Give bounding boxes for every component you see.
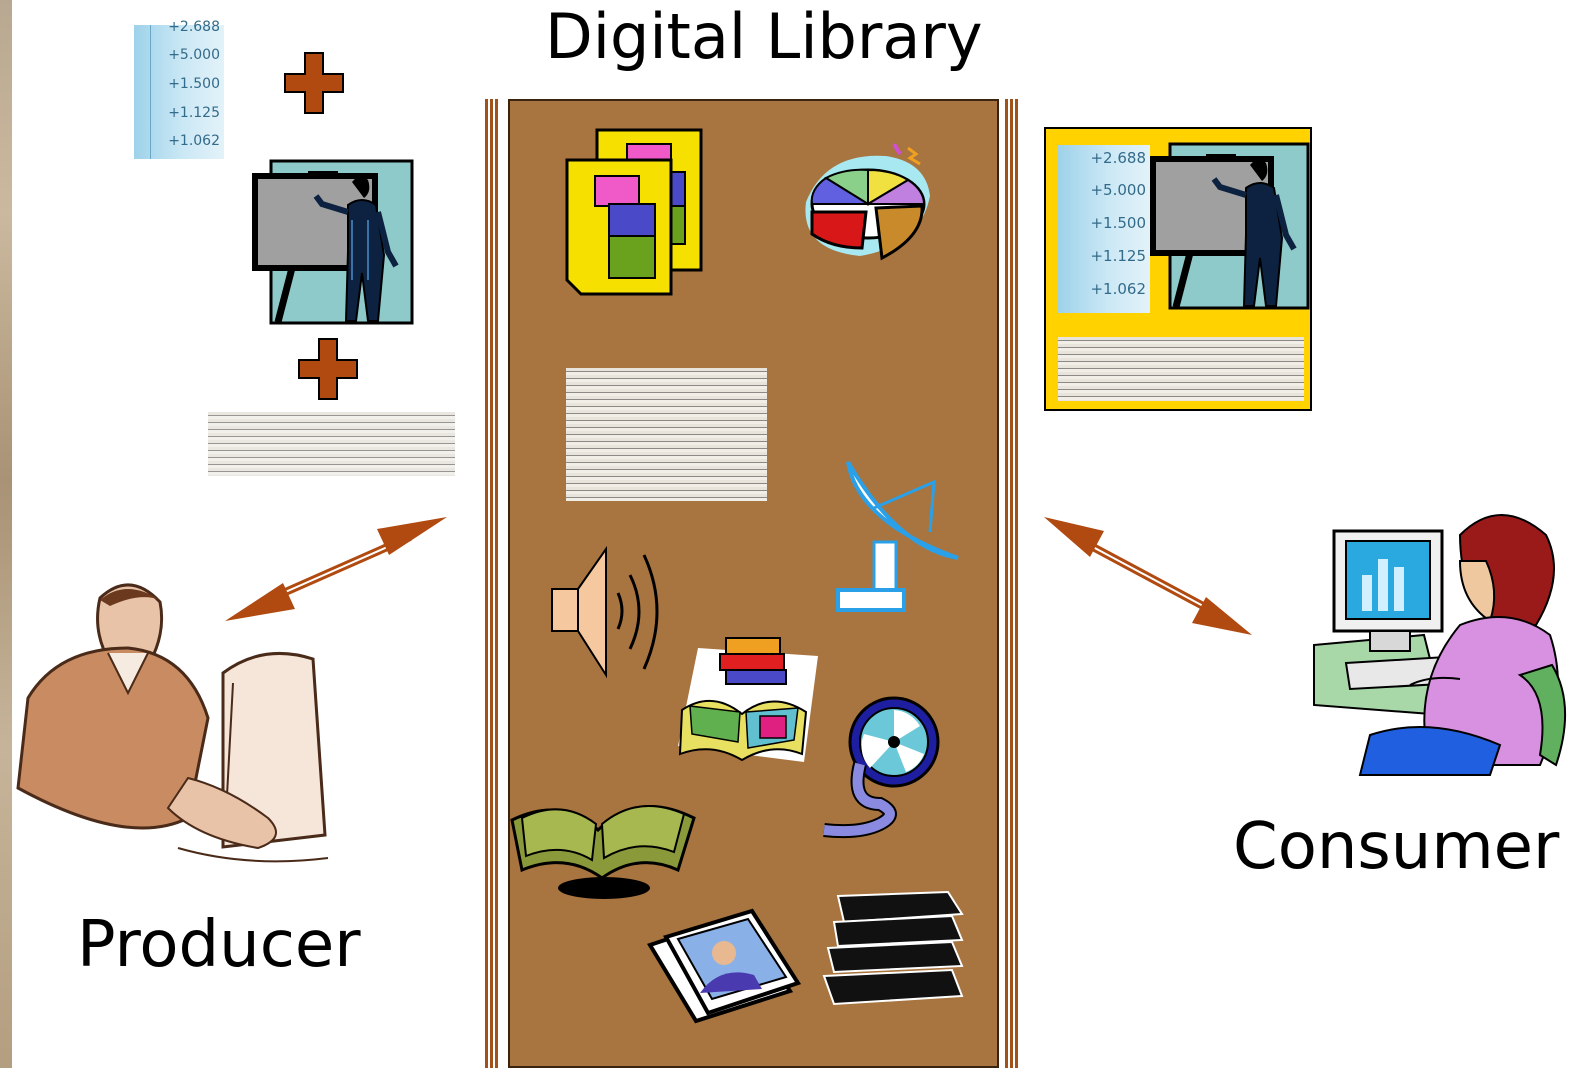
plus-icon bbox=[298, 338, 358, 400]
presenter-icon bbox=[252, 159, 414, 325]
spreadsheet-value: +2.688 bbox=[168, 19, 220, 35]
spreadsheet-value: +5.000 bbox=[1090, 181, 1146, 199]
consumer-label: Consumer bbox=[1233, 810, 1560, 884]
spreadsheet-value: +2.688 bbox=[1090, 149, 1146, 167]
photo-portrait-icon bbox=[646, 908, 802, 1024]
producer-double-arrow bbox=[225, 517, 447, 621]
spreadsheet-image: +2.688 +5.000 +1.500 +1.125 +1.062 bbox=[134, 19, 224, 159]
spreadsheet-value: +1.125 bbox=[1090, 247, 1146, 265]
tape-stack-icon bbox=[822, 890, 964, 1006]
spreadsheet-value: +1.125 bbox=[168, 105, 220, 121]
consumer-double-arrow bbox=[1044, 517, 1252, 635]
consumer-person-icon bbox=[1313, 514, 1567, 776]
right-shelf-rail bbox=[1004, 99, 1020, 1068]
speaker-icon bbox=[551, 545, 659, 679]
producer-label: Producer bbox=[77, 908, 361, 982]
pie-chart-icon bbox=[805, 142, 930, 261]
satellite-dish-icon bbox=[836, 460, 959, 612]
composite-document: +2.688 +5.000 +1.500 +1.125 +1.062 bbox=[1044, 127, 1312, 411]
book-page-image bbox=[208, 412, 455, 476]
left-shelf-rail bbox=[484, 99, 500, 1068]
spreadsheet-value: +5.000 bbox=[168, 47, 220, 63]
film-reel-icon bbox=[823, 696, 940, 839]
folder-documents-icon bbox=[565, 128, 703, 296]
spreadsheet-value: +1.500 bbox=[168, 76, 220, 92]
plus-icon bbox=[284, 52, 344, 114]
spreadsheet-image: +2.688 +5.000 +1.500 +1.125 +1.062 bbox=[1058, 145, 1150, 313]
book-page-image bbox=[566, 368, 767, 501]
spreadsheet-value: +1.062 bbox=[168, 133, 220, 149]
presenter-icon bbox=[1150, 142, 1310, 310]
book-stack-icon bbox=[678, 637, 818, 762]
spreadsheet-value: +1.062 bbox=[1090, 280, 1146, 298]
book-page-image bbox=[1058, 337, 1304, 401]
open-book-icon bbox=[510, 805, 696, 899]
producer-person-icon bbox=[16, 583, 329, 863]
spreadsheet-value: +1.500 bbox=[1090, 214, 1146, 232]
left-edge-texture bbox=[0, 0, 12, 1068]
diagram-title: Digital Library bbox=[545, 0, 983, 73]
